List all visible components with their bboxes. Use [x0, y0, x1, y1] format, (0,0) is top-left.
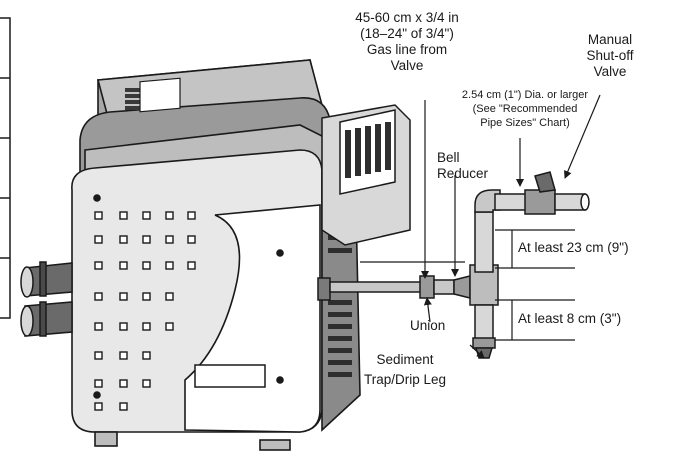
shutoff-label-2: Shut-off	[586, 48, 633, 63]
bell-reducer-label-2: Reducer	[437, 166, 489, 181]
dimension-lines	[360, 94, 601, 359]
gas-line-label-3: Gas line from	[367, 42, 447, 57]
water-connections	[20, 261, 73, 337]
sediment-label-1: Sediment	[376, 352, 433, 367]
union-label: Union	[410, 318, 445, 333]
shutoff-label: Manual Shut-off Valve	[586, 32, 633, 79]
pool-heater-unit	[71, 59, 361, 451]
gas-line-label-2: (18–24" of 3/4")	[360, 26, 454, 41]
shutoff-label-1: Manual	[588, 32, 632, 47]
bell-reducer-label: Bell Reducer	[437, 150, 489, 181]
gas-line-label-4: Valve	[391, 58, 424, 73]
shutoff-label-3: Valve	[594, 64, 627, 79]
bell-reducer	[453, 275, 471, 299]
gas-pipe-assembly	[317, 171, 590, 359]
left-table-fragment	[0, 17, 11, 319]
exhaust-vent-box	[321, 104, 411, 246]
union-fitting	[419, 275, 435, 299]
sediment-label-2: Trap/Drip Leg	[364, 372, 446, 387]
pipe-size-label: 2.54 cm (1") Dia. or larger (See "Recomm…	[462, 89, 589, 129]
at-least-23-label: At least 23 cm (9")	[518, 240, 629, 255]
gas-line-label-1: 45-60 cm x 3/4 in	[355, 10, 459, 25]
gas-line-label: 45-60 cm x 3/4 in (18–24" of 3/4") Gas l…	[355, 10, 459, 73]
sediment-label: Sediment Trap/Drip Leg	[364, 352, 446, 387]
pipe-size-label-2: (See "Recommended	[473, 103, 578, 115]
front-vent-holes	[94, 211, 196, 411]
shutoff-valve	[524, 189, 556, 215]
at-least-8-label: At least 8 cm (3")	[518, 311, 621, 326]
pipe-size-label-3: Pipe Sizes" Chart)	[480, 117, 570, 129]
pipe-size-label-1: 2.54 cm (1") Dia. or larger	[462, 89, 589, 101]
bell-reducer-label-1: Bell	[437, 150, 460, 165]
